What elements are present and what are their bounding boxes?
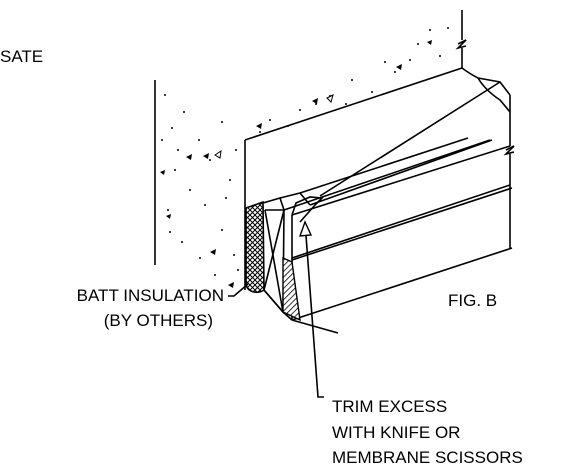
batt-leader-line xyxy=(228,283,249,297)
batt-insulation xyxy=(245,200,265,294)
trim-excess-label-line2: WITH KNIFE OR xyxy=(332,423,460,442)
cut-face-hatch xyxy=(282,256,301,322)
base-line xyxy=(291,319,339,334)
batt-insulation-label-line1: BATT INSULATION xyxy=(77,286,224,305)
trim-leader-line xyxy=(304,221,324,398)
figure-label: FIG. B xyxy=(448,291,497,310)
concrete-aggregate-stipple xyxy=(160,27,449,288)
concrete-wall xyxy=(154,10,467,290)
top-left-fragment-label: SATE xyxy=(0,47,43,66)
trim-leader-arrowhead xyxy=(298,220,313,237)
membrane-excess-flap xyxy=(291,67,511,223)
foam-block xyxy=(262,95,515,321)
batt-insulation-label-line2: (BY OTHERS) xyxy=(104,311,213,330)
trim-excess-label-line1: TRIM EXCESS xyxy=(332,397,447,416)
trim-excess-label-line3: MEMBRANE SCISSORS xyxy=(332,448,523,467)
